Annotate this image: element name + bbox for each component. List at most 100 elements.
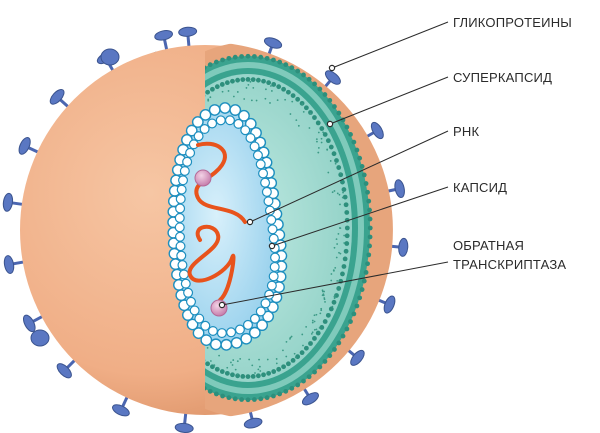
stipple-dot (236, 360, 239, 363)
lipid-head (301, 378, 306, 384)
endpoint-glycoproteins (328, 64, 336, 72)
stipple-dot (334, 162, 337, 165)
stipple-dot (319, 312, 322, 315)
capsid-bead-inner (245, 132, 256, 143)
capsid-bead (208, 104, 221, 116)
lipid-head (210, 86, 215, 92)
lipid-head (245, 76, 251, 82)
lipid-head (322, 92, 328, 97)
lipid-head (258, 396, 264, 402)
lipid-head (258, 54, 264, 60)
stipple-dot (218, 354, 220, 357)
stipple-dot (321, 294, 324, 297)
lipid-head (331, 299, 337, 305)
endpoint-capsid (268, 242, 276, 250)
label-reverse-transcriptase-line1: ОБРАТНАЯ (453, 238, 525, 253)
capsid-bead-inner (234, 324, 245, 335)
glycoprotein-knob (30, 329, 50, 347)
stipple-dot (252, 86, 255, 89)
stipple-dot (265, 88, 267, 91)
label-reverse-transcriptase-line2: ТРАНСКРИПТАЗА (453, 257, 567, 272)
lipid-head (340, 271, 345, 277)
capsid-bead-inner (207, 325, 218, 336)
stipple-dot (317, 147, 320, 149)
stipple-dot (309, 112, 312, 115)
capsid-bead-inner (182, 156, 193, 167)
glycoprotein-spike (112, 392, 131, 417)
capsid-bead-inner (176, 250, 187, 261)
endpoint-reverse-transcriptase (218, 301, 226, 309)
lipid-head (271, 57, 276, 63)
stipple-dot (232, 359, 235, 361)
stipple-dot (258, 365, 261, 368)
lipid-head (277, 391, 283, 397)
stipple-dot (284, 98, 287, 101)
lipid-head (289, 65, 295, 71)
capsid-bead-inner (269, 261, 280, 272)
lipid-head (334, 293, 339, 298)
lipid-head (328, 144, 334, 150)
stipple-dot (258, 358, 260, 361)
stipple-dot (254, 372, 256, 374)
capsid-bead (238, 109, 250, 122)
lipid-head (230, 78, 235, 84)
stipple-dot (330, 279, 333, 282)
lipid-head (251, 397, 257, 402)
lipid-head (365, 261, 370, 267)
lipid-head (266, 80, 272, 86)
capsid-bead-inner (200, 320, 211, 331)
stipple-dot (326, 148, 329, 151)
stipple-dot (338, 193, 341, 196)
capsid-bead-inner (215, 115, 226, 126)
stipple-dot (336, 192, 339, 195)
stipple-dot (217, 367, 220, 369)
stipple-dot (305, 325, 308, 328)
stipple-dot (230, 361, 232, 364)
capsid-bead (200, 334, 213, 347)
stipple-dot (302, 110, 305, 113)
lipid-head (295, 96, 301, 102)
stipple-dot (207, 99, 210, 102)
stipple-dot (239, 357, 242, 360)
lipid-head (290, 358, 296, 363)
lipid-head (344, 210, 350, 215)
stipple-dot (290, 335, 293, 338)
lipid-head (245, 374, 251, 380)
stipple-dot (295, 119, 298, 122)
capsid-bead-inner (268, 271, 279, 282)
lipid-head (366, 252, 372, 258)
lipid-head (315, 120, 321, 126)
stipple-dot (297, 124, 300, 127)
stipple-dot (245, 87, 248, 89)
capsid-bead (220, 338, 233, 351)
label-capsid: КАПСИД (453, 180, 508, 195)
stipple-dot (333, 294, 336, 297)
lipid-head (327, 353, 333, 359)
lipid-head (205, 65, 207, 71)
capsid-bead (192, 327, 205, 339)
capsid-bead-inner (233, 118, 244, 129)
stipple-dot (251, 364, 254, 367)
stipple-dot (206, 347, 209, 349)
capsid-protein-beads (167, 102, 288, 351)
lipid-head (299, 350, 305, 356)
stipple-dot (270, 90, 273, 92)
lipid-head (361, 172, 367, 178)
stipple-dot (320, 137, 323, 140)
capsid-bead-inner (216, 328, 227, 339)
lipid-head (220, 57, 225, 63)
lipid-head (367, 225, 373, 231)
label-supercapsid: СУПЕРКАПСИД (453, 70, 553, 85)
capsid-bead-inner (240, 125, 251, 136)
lipid-head (343, 202, 349, 208)
stipple-dot (311, 321, 314, 324)
stipple-dot (313, 328, 316, 331)
stipple-dot (232, 95, 235, 98)
capsid-bead-inner (178, 175, 189, 186)
lipid-head (332, 104, 337, 109)
capsid-bead (256, 319, 269, 332)
stipple-dot (323, 290, 326, 293)
capsid-bead-inner (193, 131, 204, 142)
stipple-dot (339, 252, 342, 255)
lipid-head (325, 138, 331, 144)
